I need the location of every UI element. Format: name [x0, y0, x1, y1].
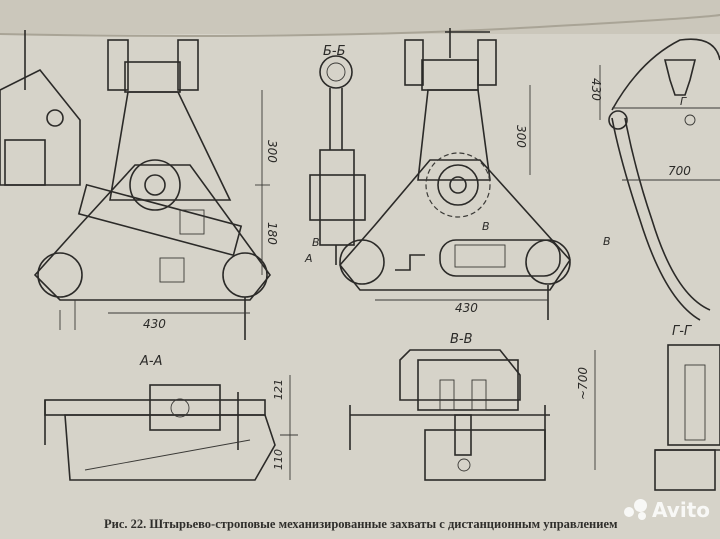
section-label-bb: Б-Б [323, 44, 346, 59]
avito-logo-icon [624, 499, 648, 521]
section-label-gg: Г-Г [672, 324, 693, 339]
dim-aa-121: 121 [272, 379, 285, 400]
dim-right-430: 430 [589, 78, 603, 101]
left-grab-view [33, 39, 272, 340]
dim-aa-110: 110 [272, 449, 285, 470]
dim-right-700: 700 [668, 164, 691, 178]
marker-left-a: А [304, 252, 313, 265]
section-gg-view [654, 344, 720, 491]
section-aa-view [44, 375, 298, 481]
dim-middle-430: 430 [455, 301, 478, 315]
marker-middle-v: В [482, 220, 490, 233]
section-vv-view [349, 349, 596, 481]
left-partial-view [0, 30, 81, 186]
section-bb-view [309, 55, 366, 265]
marker-left-v: В [312, 236, 320, 249]
dim-left-180: 180 [265, 222, 279, 245]
right-grab-view [599, 38, 720, 321]
dim-vv-700: ~700 [576, 367, 590, 400]
dim-left-300: 300 [265, 140, 279, 163]
dim-left-430: 430 [143, 317, 166, 331]
middle-grab-view [338, 28, 572, 320]
marker-right-g: Г [680, 95, 687, 108]
section-label-aa: А-А [139, 354, 162, 369]
watermark-text: Avito [652, 498, 710, 522]
facing-page-strip [0, 0, 720, 37]
avito-watermark: Avito [624, 498, 710, 522]
section-label-vv: В-В [450, 332, 473, 347]
figure-caption: Рис. 22. Штырьево-строповые механизирова… [104, 517, 618, 531]
dim-middle-300: 300 [514, 125, 528, 148]
marker-middle-v2: В [603, 235, 611, 248]
